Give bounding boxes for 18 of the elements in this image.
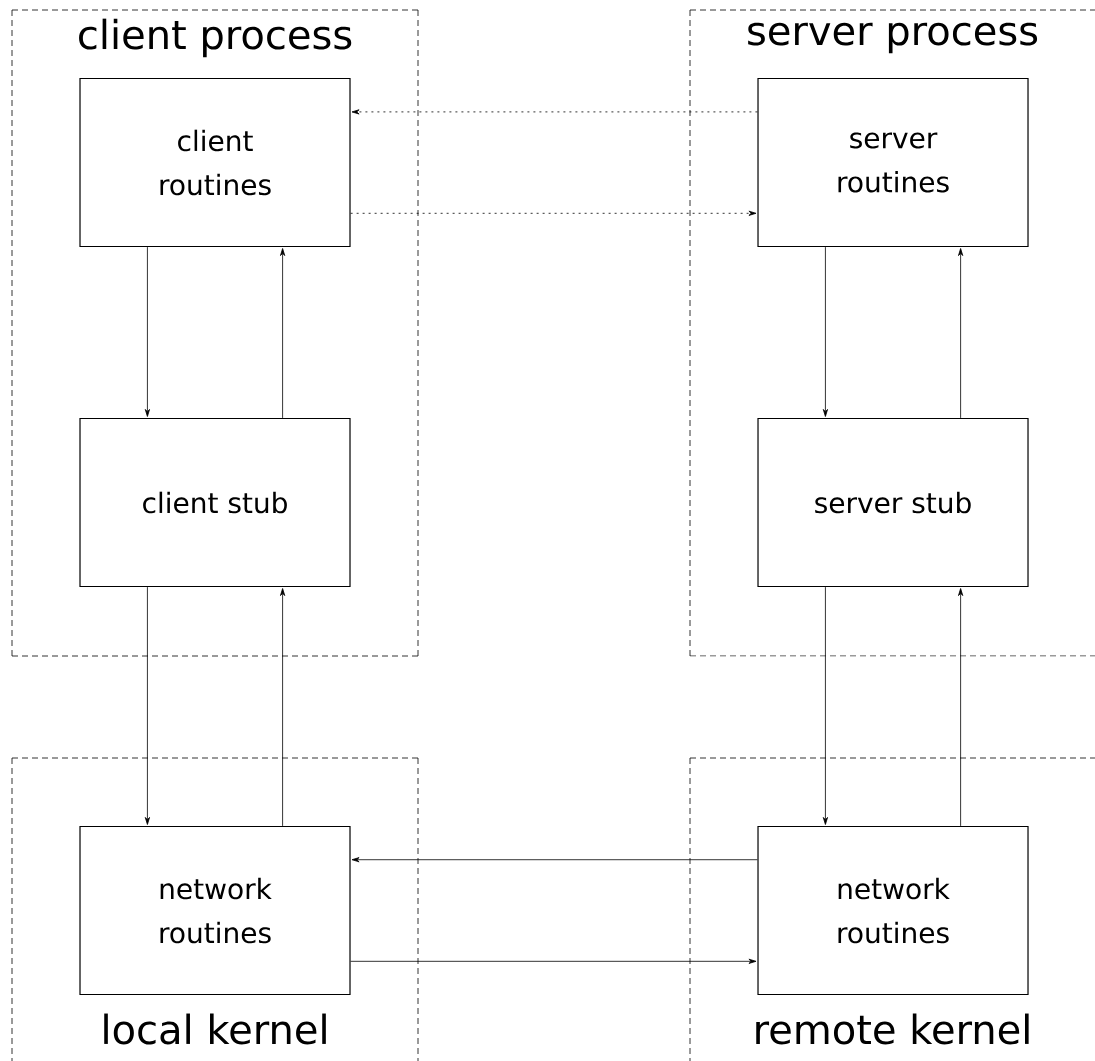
process-box: client routines (79, 77, 351, 248)
arrow (351, 857, 758, 863)
arrow (144, 246, 150, 417)
arrow (958, 588, 964, 827)
arrow (144, 586, 150, 825)
arrow (822, 246, 828, 417)
process-box: client stub (79, 417, 351, 588)
process-box: server stub (757, 417, 1029, 588)
arrow (958, 248, 964, 419)
process-box: network routines (757, 825, 1029, 996)
process-box: server routines (757, 77, 1029, 248)
arrow (822, 586, 828, 825)
process-box: network routines (79, 825, 351, 996)
arrow (280, 588, 286, 827)
arrow (350, 210, 757, 216)
arrow (351, 109, 758, 115)
arrow (350, 958, 757, 964)
arrow (280, 248, 286, 419)
